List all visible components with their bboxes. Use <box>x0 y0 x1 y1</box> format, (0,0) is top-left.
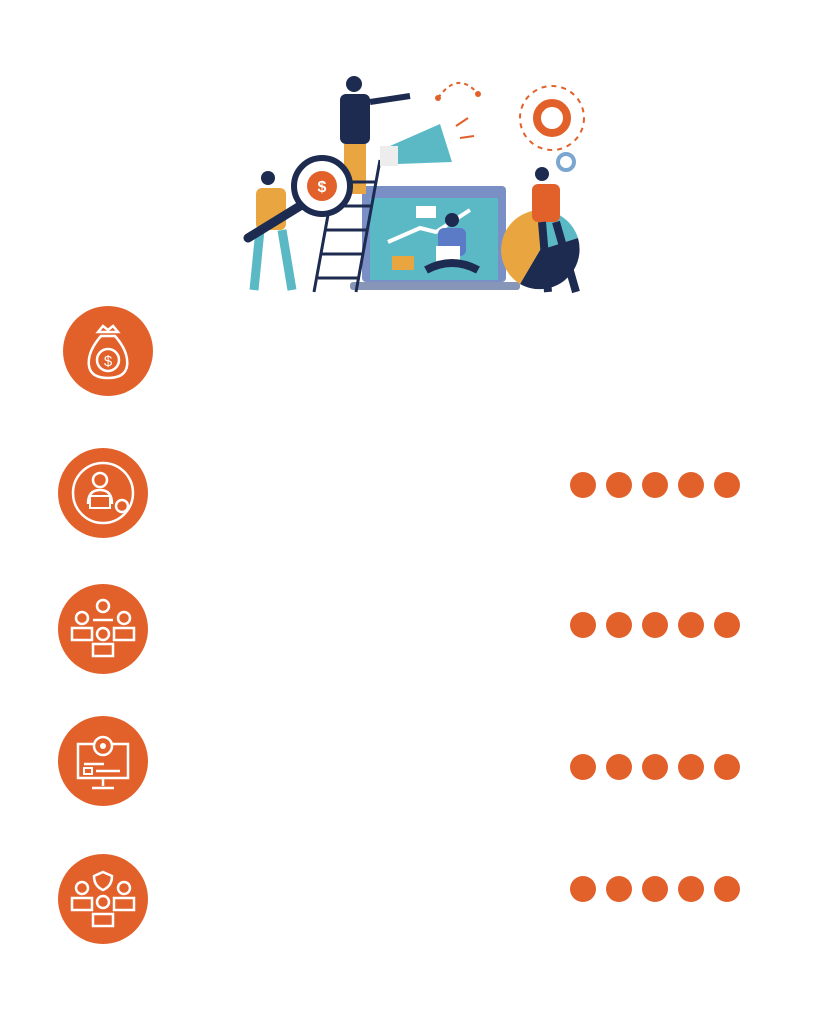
rating-dot <box>714 612 740 638</box>
money-bag-icon: $ <box>63 306 153 396</box>
rating-dot <box>606 754 632 780</box>
rating-dot <box>714 754 740 780</box>
svg-text:$: $ <box>104 353 113 370</box>
rating-dots <box>570 612 740 638</box>
rating-dot <box>642 876 668 902</box>
feature-row-3 <box>0 584 820 684</box>
svg-text:$: $ <box>318 179 327 196</box>
rating-dot <box>678 876 704 902</box>
rating-dot <box>570 612 596 638</box>
rating-dot <box>714 876 740 902</box>
rating-dot <box>714 472 740 498</box>
rating-dot <box>642 472 668 498</box>
rating-dot <box>678 754 704 780</box>
marketing-team-illustration: $ <box>243 76 585 294</box>
rating-dot <box>606 876 632 902</box>
rating-dot <box>678 612 704 638</box>
rating-dot <box>606 472 632 498</box>
team-workstations-icon <box>58 584 148 674</box>
rating-dots <box>570 754 740 780</box>
rating-dot <box>678 472 704 498</box>
rating-dot <box>570 754 596 780</box>
rating-dot <box>570 472 596 498</box>
rating-dot <box>642 754 668 780</box>
rating-dot <box>642 612 668 638</box>
feature-row-4 <box>0 716 820 816</box>
feature-row-1: $ <box>0 306 820 406</box>
secure-team-network-icon <box>58 854 148 944</box>
rating-dots <box>570 876 740 902</box>
feature-row-5 <box>0 854 820 954</box>
system-settings-monitor-icon <box>58 716 148 806</box>
feature-row-2 <box>0 448 820 548</box>
rating-dot <box>606 612 632 638</box>
certified-developer-icon <box>58 448 148 538</box>
rating-dots <box>570 472 740 498</box>
rating-dot <box>570 876 596 902</box>
